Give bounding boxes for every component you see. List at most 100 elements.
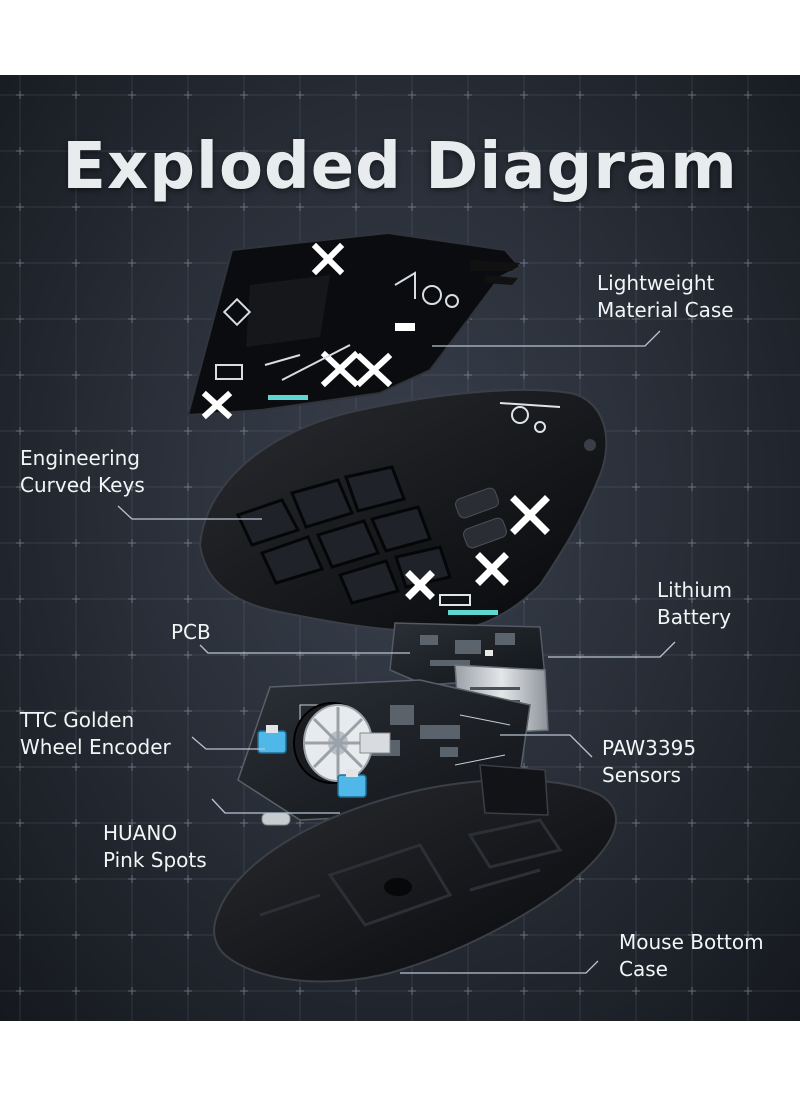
- label-pcb-line-1: PCB: [171, 620, 211, 644]
- grid-cross: [464, 91, 472, 99]
- grid-cross: [576, 763, 584, 771]
- leader-battery: [548, 641, 676, 658]
- label-sensor: PAW3395 Sensors: [602, 735, 696, 789]
- grid-cross: [128, 707, 136, 715]
- grid-cross: [688, 819, 696, 827]
- grid-cross: [744, 427, 752, 435]
- grid-cross: [240, 987, 248, 995]
- grid-cross: [632, 259, 640, 267]
- grid-cross: [744, 875, 752, 883]
- grid-cross: [744, 651, 752, 659]
- grid-cross: [744, 539, 752, 547]
- grid-cross: [632, 539, 640, 547]
- grid-cross: [16, 371, 24, 379]
- leader-lines: [117, 330, 676, 974]
- grid-cross: [16, 651, 24, 659]
- grid-cross: [128, 651, 136, 659]
- grid-cross: [576, 259, 584, 267]
- grid-cross: [408, 987, 416, 995]
- label-sensor-line-1: PAW3395: [602, 736, 697, 760]
- grid-cross: [352, 651, 360, 659]
- grid-cross: [688, 875, 696, 883]
- leader-encoder: [191, 736, 265, 750]
- grid-cross: [688, 315, 696, 323]
- grid-cross: [352, 91, 360, 99]
- label-switches-line-1: HUANO: [103, 821, 178, 845]
- main-shell-part: [198, 388, 608, 632]
- grid-cross: [128, 427, 136, 435]
- grid-cross: [72, 819, 80, 827]
- grid-cross: [520, 315, 528, 323]
- label-encoder-line-2: Wheel Encoder: [20, 735, 171, 759]
- grid-cross: [576, 931, 584, 939]
- page-title: Exploded Diagram: [62, 130, 738, 204]
- grid-cross: [688, 147, 696, 155]
- grid-cross: [352, 147, 360, 155]
- grid-cross: [184, 371, 192, 379]
- grid-cross: [184, 539, 192, 547]
- grid-cross: [576, 595, 584, 603]
- grid-cross: [408, 203, 416, 211]
- grid-cross: [520, 91, 528, 99]
- micro-switch-part: [257, 725, 367, 798]
- leader-switches: [211, 798, 340, 814]
- label-battery-line-2: Battery: [657, 605, 732, 629]
- grid-cross: [184, 203, 192, 211]
- grid-cross: [632, 987, 640, 995]
- grid-cross: [688, 483, 696, 491]
- grid-cross: [128, 371, 136, 379]
- grid-cross: [72, 595, 80, 603]
- grid-cross: [184, 315, 192, 323]
- grid-cross: [464, 987, 472, 995]
- grid-cross: [128, 931, 136, 939]
- grid-cross: [72, 987, 80, 995]
- grid-cross: [72, 763, 80, 771]
- label-switches: HUANO Pink Spots: [103, 820, 207, 874]
- grid-cross: [464, 147, 472, 155]
- grid-cross: [240, 147, 248, 155]
- grid-cross: [16, 315, 24, 323]
- grid-cross: [128, 483, 136, 491]
- grid-cross: [576, 707, 584, 715]
- grid-cross: [128, 819, 136, 827]
- grid-cross: [632, 203, 640, 211]
- grid-cross: [184, 819, 192, 827]
- leader-pcb: [199, 644, 410, 654]
- grid-cross: [744, 371, 752, 379]
- grid-cross: [688, 371, 696, 379]
- grid-cross: [128, 539, 136, 547]
- grid-cross: [72, 371, 80, 379]
- grid-cross: [464, 203, 472, 211]
- grid-cross: [688, 763, 696, 771]
- grid-cross: [184, 707, 192, 715]
- grid-cross: [16, 595, 24, 603]
- grid-cross: [128, 315, 136, 323]
- grid-cross: [632, 819, 640, 827]
- grid-cross: [16, 987, 24, 995]
- grid-cross: [688, 987, 696, 995]
- diagram-stage: Exploded Diagram Lightweight Material Ca…: [0, 75, 800, 1021]
- label-case: Lightweight Material Case: [597, 270, 734, 324]
- leader-keys: [117, 505, 262, 520]
- grid-cross: [632, 315, 640, 323]
- grid-cross: [632, 371, 640, 379]
- grid-cross: [576, 315, 584, 323]
- grid-cross: [688, 595, 696, 603]
- grid-cross: [688, 931, 696, 939]
- grid-cross: [16, 483, 24, 491]
- label-keys-line-1: Engineering: [20, 446, 140, 470]
- label-switches-line-2: Pink Spots: [103, 848, 207, 872]
- scroll-wheel-part: [293, 702, 391, 784]
- grid-cross: [632, 651, 640, 659]
- grid-cross: [632, 707, 640, 715]
- grid-cross: [744, 763, 752, 771]
- grid-cross: [520, 371, 528, 379]
- grid-cross: [72, 875, 80, 883]
- grid-cross: [184, 595, 192, 603]
- grid-cross: [296, 987, 304, 995]
- grid-cross: [576, 875, 584, 883]
- grid-cross: [16, 931, 24, 939]
- grid-cross: [632, 91, 640, 99]
- grid-cross: [464, 371, 472, 379]
- grid-cross: [16, 539, 24, 547]
